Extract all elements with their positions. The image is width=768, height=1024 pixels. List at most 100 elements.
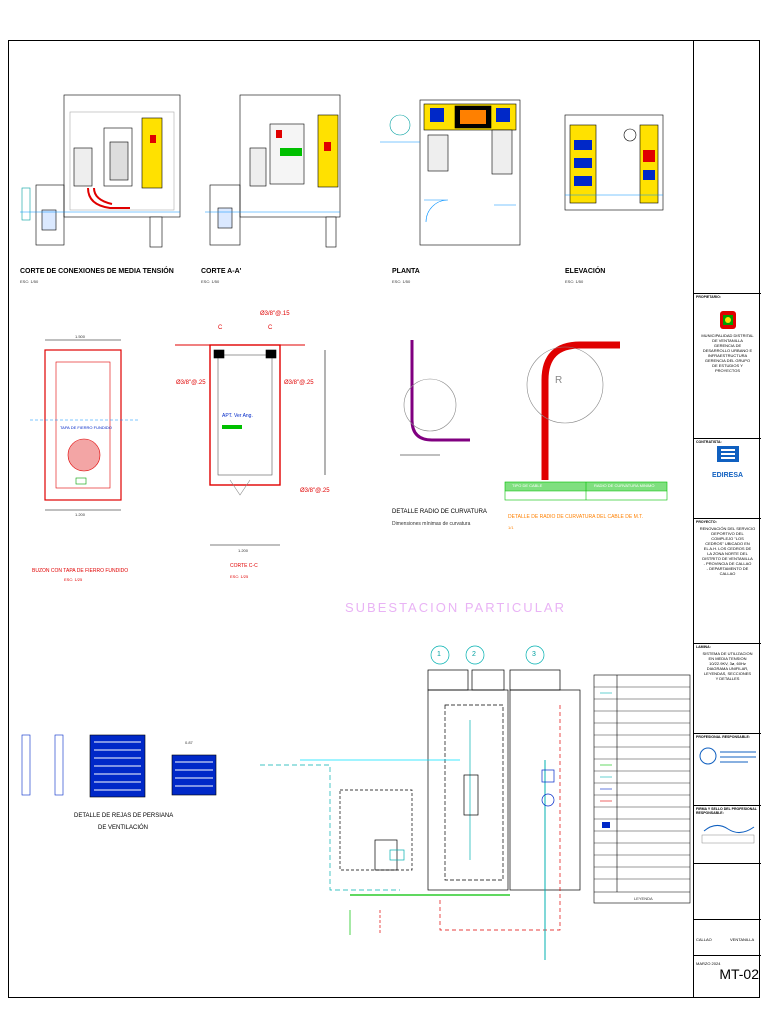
curvatura-scale: 1/1 — [508, 525, 514, 530]
legend-table — [593, 674, 691, 904]
lamina-line: LEYENDAS, SECCIONES — [703, 671, 752, 676]
owner-line: MUNICIPALIDAD DISTRITAL — [701, 333, 754, 338]
revision-block — [694, 40, 761, 294]
rejillas-dim: 0.87 — [185, 740, 193, 745]
view-planta — [380, 99, 521, 246]
buzon-dim-bottom: 1.200 — [75, 512, 86, 517]
curvatura-title: DETALLE DE RADIO DE CURVATURA DEL CABLE … — [508, 514, 644, 520]
legend-title: LEYENDA — [634, 896, 653, 901]
detail-rejillas — [21, 734, 217, 798]
curvatura-radius: R — [555, 375, 563, 386]
corte-conexiones-scale: ESC: 1/50 — [20, 279, 39, 284]
corte-aa-title: CORTE A-A' — [201, 268, 242, 275]
detail-corte-cc — [175, 344, 326, 546]
radio-title: DETALLE RADIO DE CURVATURA — [392, 509, 487, 515]
lamina-label: LAMINA: — [696, 645, 711, 649]
project-line: CALLAO — [719, 571, 736, 576]
buzon-tapa-label: TAPA DE FIERRO FUNDIDO — [60, 425, 112, 430]
distrito-value: VENTANILLA — [730, 937, 755, 942]
owner-line: INFRAESTRUCTURA — [707, 353, 748, 358]
lamina-line: 10/22.9KV, 3ø, 60Hz — [709, 661, 746, 666]
project-line: CEDROS" UBICADO EN — [705, 541, 750, 546]
owner-line: GERENCIA DE — [713, 343, 742, 348]
signature-cell: FIRMA Y SELLO DEL PROFESIONAL RESPONSABL… — [694, 806, 761, 864]
radio-subtitle: Dimensiones mínimas de curvatura — [392, 521, 471, 527]
cc-dim2: Ø3/8"@.25 — [176, 380, 206, 386]
elevacion-scale: ESC: 1/50 — [565, 279, 584, 284]
cc-dim4: Ø3/8"@.25 — [300, 488, 330, 494]
location-cell: CALLAO VENTANILLA — [694, 920, 761, 956]
detail-buzon — [30, 339, 140, 511]
project-line: RENOVACIÓN DEL SERVICIO — [699, 526, 756, 531]
project-label: PROYECTO: — [696, 520, 717, 524]
cc-ver-label: APT. Ver Ang. — [222, 413, 253, 419]
cc-mark-right: C — [268, 325, 273, 331]
diagram-c3: 3 — [532, 651, 536, 658]
date-value: MARZO 2024 — [696, 961, 721, 966]
cc-scale: ESC: 1/25 — [230, 574, 249, 579]
provincia-value: CALLAO — [696, 937, 712, 942]
view-corte-aa — [205, 94, 341, 248]
project-line: DISTRITO DE VENTANILLA — [702, 556, 753, 561]
cc-dim3: Ø3/8"@.25 — [284, 380, 314, 386]
signature-icon — [701, 825, 754, 844]
planta-scale: ESC: 1/50 — [392, 279, 411, 284]
curvatura-col1: TIPO DE CABLE — [512, 483, 543, 488]
rejillas-title1: DETALLE DE REJAS DE PERSIANA — [74, 813, 174, 819]
corte-aa-scale: ESC: 1/50 — [201, 279, 220, 284]
detail-radio-curvatura — [400, 340, 470, 456]
drawing-sheet — [8, 40, 760, 998]
diagram-c1: 1 — [437, 651, 441, 658]
owner-label: PROPIETARIO: — [696, 295, 722, 299]
signature-label: FIRMA Y SELLO DEL PROFESIONAL RESPONSABL… — [696, 807, 757, 815]
elevacion-title: ELEVACIÓN — [565, 268, 606, 275]
project-line: - DEPARTAMENTO DE — [706, 566, 749, 571]
owner-line: PROYECTOS — [714, 368, 741, 373]
single-line-diagram — [260, 645, 581, 960]
contractor-label: CONTRATISTA: — [696, 440, 722, 444]
buzon-scale: ESC: 1/25 — [64, 577, 83, 582]
curvatura-col2: RADIO DE CURVATURA MINIMO — [594, 483, 655, 488]
project-line: LA ZONA NORTE DEL — [707, 551, 748, 556]
edires-logo-icon — [716, 446, 739, 462]
buzon-dim-top: 1.500 — [75, 334, 86, 339]
lamina-line: DIAGRAMA UNIFILAR, — [706, 666, 749, 671]
owner-line: DE ESTUDIOS Y — [712, 363, 743, 368]
cc-title: CORTE C-C — [230, 563, 258, 569]
owner-line: GERENCIA DEL GRUPO — [704, 358, 751, 363]
corte-conexiones-title: CORTE DE CONEXIONES DE MEDIA TENSIÓN — [20, 268, 174, 275]
view-corte-conexiones — [20, 94, 181, 248]
lamina-line: SISTEMA DE UTILIZACION — [702, 651, 753, 656]
rejillas-title2: DE VENTILACIÓN — [98, 825, 149, 831]
professional-stamp-icon — [699, 747, 756, 765]
cc-dim1: Ø3/8"@.15 — [260, 311, 290, 317]
professional-cell: PROFESIONAL RESPONSABLE: — [694, 734, 761, 806]
municipal-crest-icon — [719, 311, 736, 329]
diagram-c2: 2 — [472, 651, 476, 658]
project-line: COMPLEJO "LOS — [711, 536, 744, 541]
owner-line: DE VENTANILLA — [712, 338, 743, 343]
planta-title: PLANTA — [392, 268, 420, 275]
buzon-title: BUZON CON TAPA DE FIERRO FUNDIDO — [32, 568, 129, 574]
detail-cable-curvatura — [504, 341, 668, 501]
project-line: DEPORTIVO DEL — [711, 531, 744, 536]
cc-mark-left: C — [218, 325, 223, 331]
project-line: - PROVINCIA DE CALLAO — [703, 561, 752, 566]
sheet-number: MT-02 — [719, 966, 759, 982]
project-line: EL A.H. LOS CEDROS DE — [703, 546, 752, 551]
edires-logo — [709, 446, 747, 470]
lamina-line: Y DETALLES — [715, 676, 740, 681]
date-sheet-cell: MARZO 2024 MT-02 — [694, 956, 761, 998]
cc-dim-bottom: 1.200 — [238, 548, 249, 553]
company-name: EDIRESA — [711, 472, 744, 479]
view-elevacion — [564, 114, 664, 211]
contractor-cell: CONTRATISTA: EDIRESA — [694, 439, 761, 519]
diagram-title: SUBESTACION PARTICULAR — [345, 600, 566, 615]
